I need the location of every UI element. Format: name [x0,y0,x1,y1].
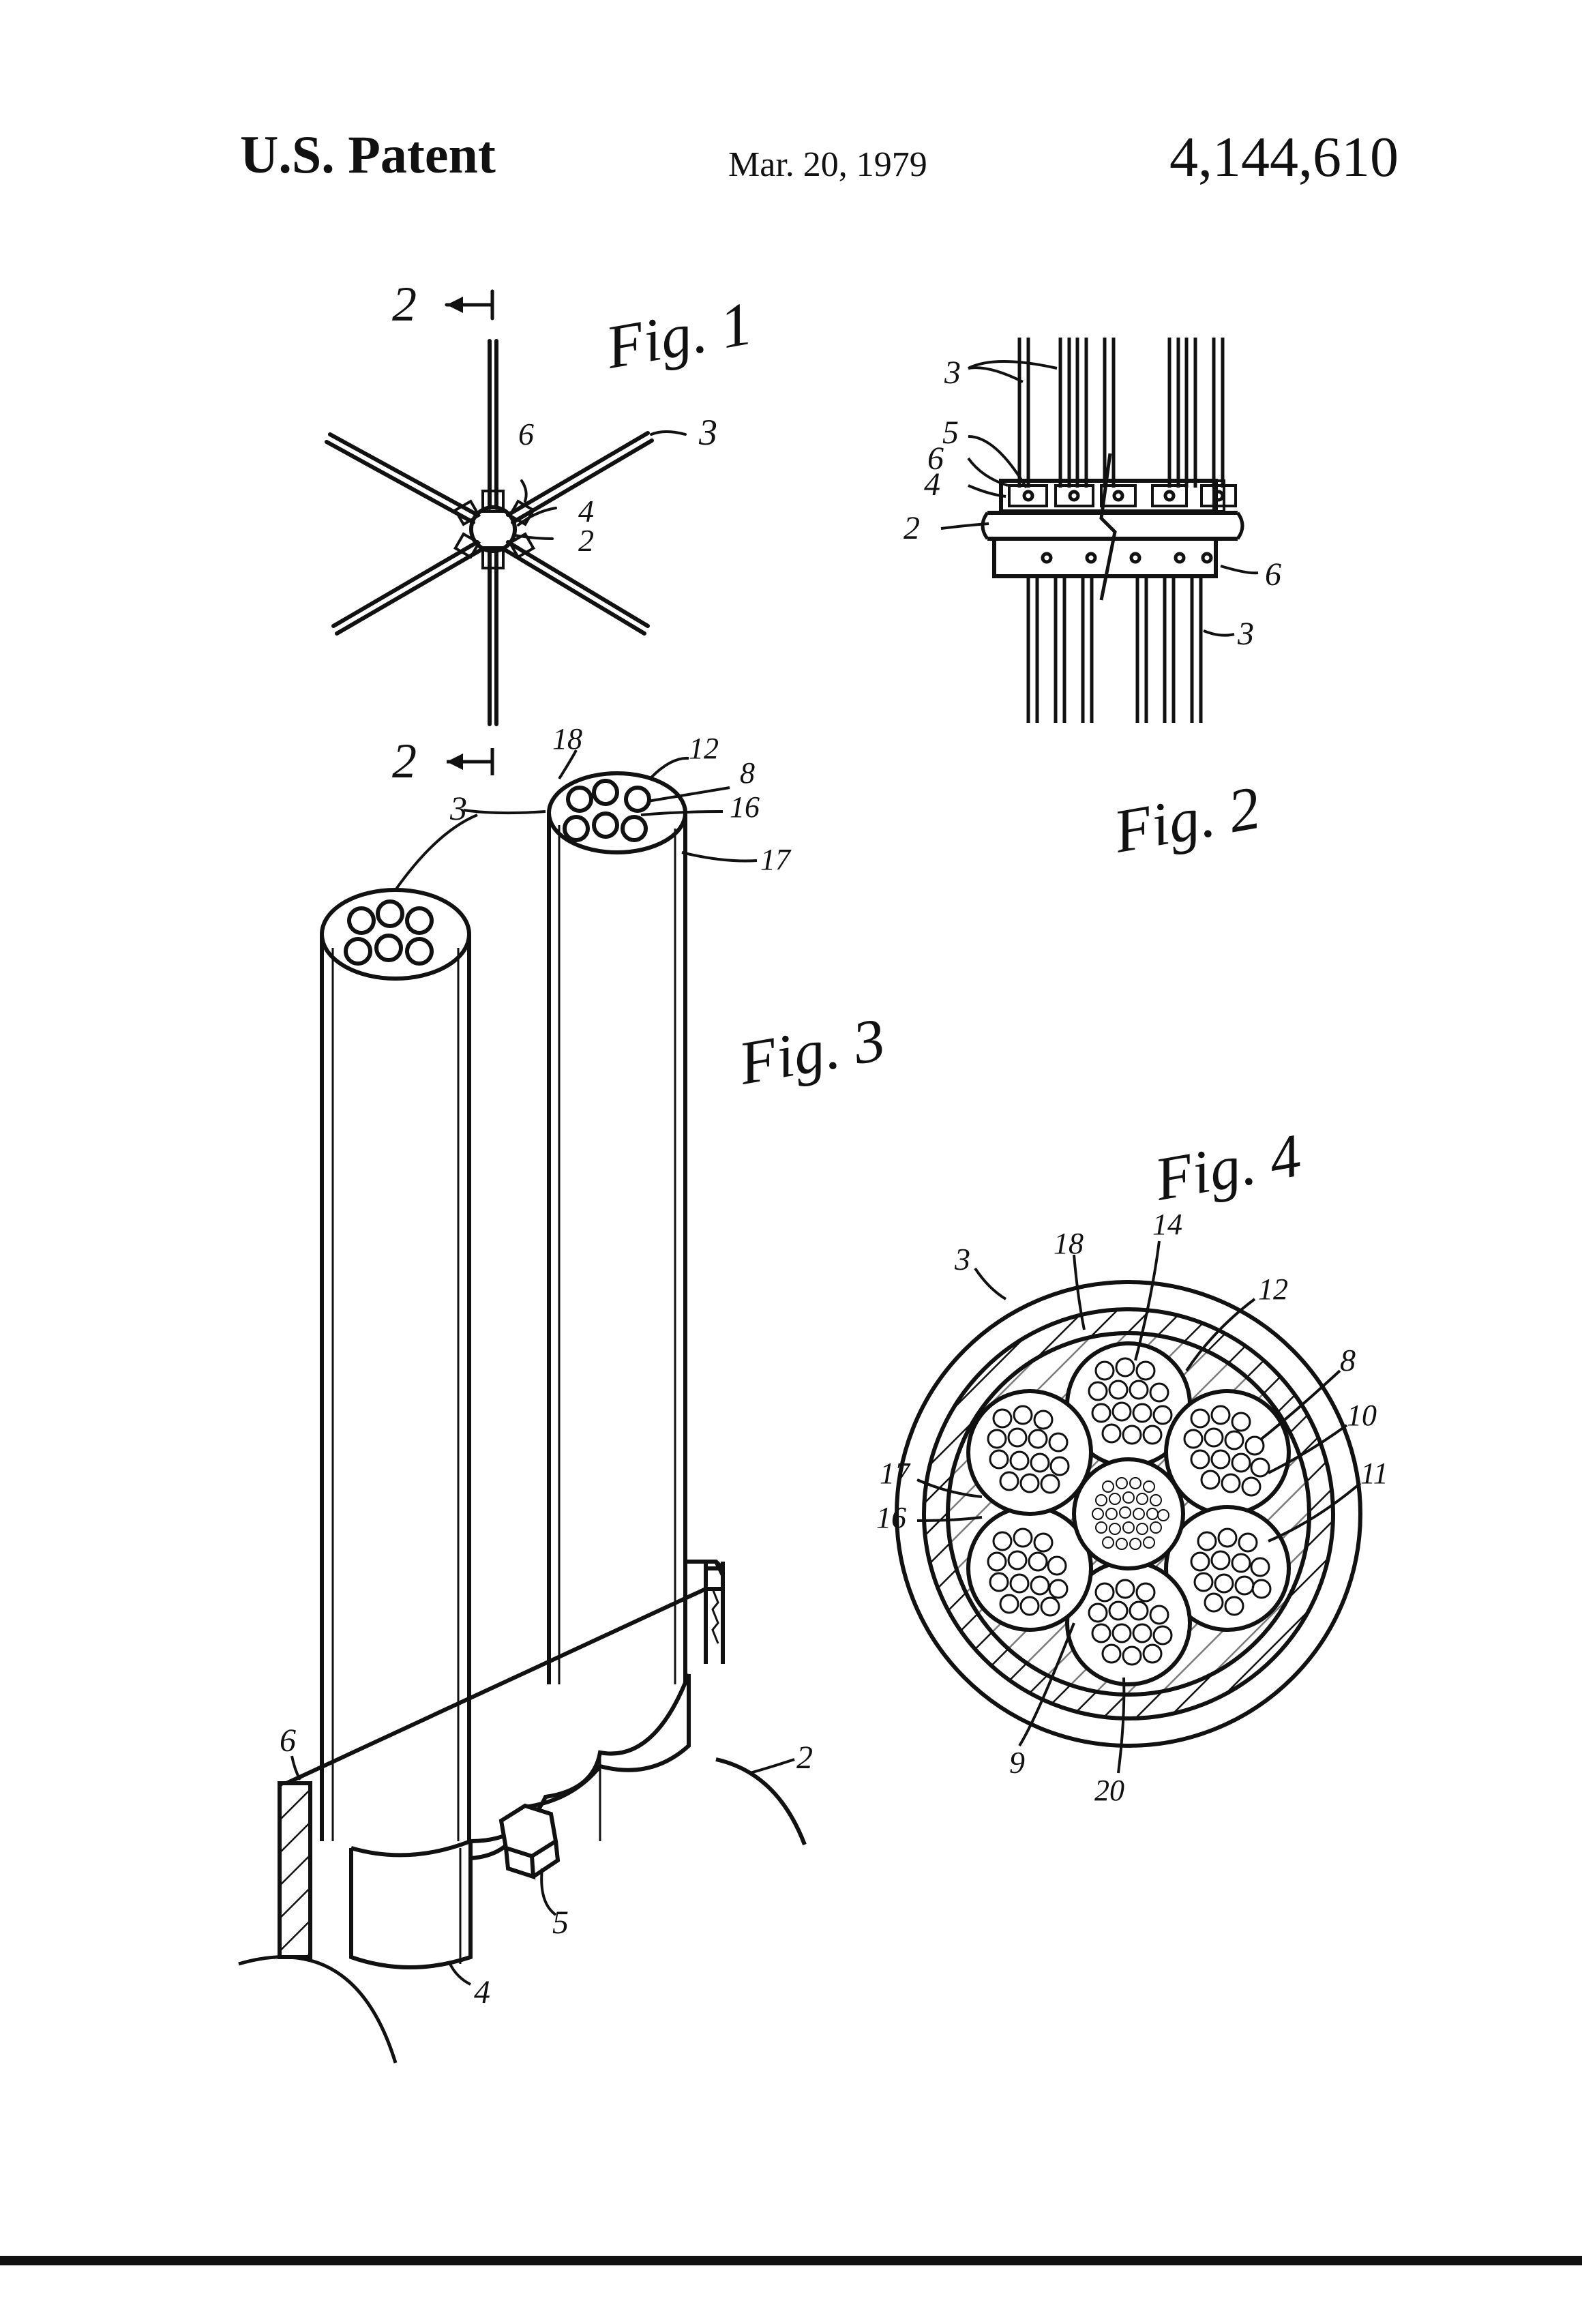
label-18-fig3: 18 [552,722,582,756]
label-6-fig2-top: 6 [927,441,944,477]
label-10-fig4: 10 [1347,1399,1377,1432]
label-12-fig3: 12 [689,732,719,765]
label-3-fig4: 3 [954,1242,970,1277]
figure-2-caption: Fig. 2 [1108,774,1265,866]
label-14-fig4: 14 [1152,1208,1182,1241]
label-6-fig1: 6 [518,417,534,451]
patent-number: 4,144,610 [1169,125,1399,189]
label-12-fig4: 12 [1258,1272,1288,1306]
label-2-fig1: 2 [578,523,594,558]
patent-date: Mar. 20, 1979 [728,145,927,184]
patent-header-title: U.S. Patent [240,125,496,184]
section-mark-top: 2 [392,277,417,331]
label-20-fig4: 20 [1094,1774,1124,1807]
label-2-fig2: 2 [904,510,920,546]
figure-2 [940,338,1259,723]
label-9-fig4: 9 [1009,1745,1025,1780]
label-18-fig4: 18 [1054,1227,1084,1260]
section-arrow-bottom [447,748,494,775]
core-strand-circles [1092,1477,1169,1550]
label-8-fig3: 8 [740,756,755,790]
label-4-fig2: 4 [924,466,940,503]
figure-3 [238,749,807,2064]
label-4-fig1: 4 [578,494,594,528]
figure-4-caption: Fig. 4 [1149,1122,1306,1214]
label-17-fig4: 17 [880,1457,911,1490]
strand-circles [987,1357,1272,1666]
label-3-fig2-bottom: 3 [1237,616,1254,652]
label-16-fig4: 16 [876,1501,906,1534]
label-5-fig2: 5 [942,415,959,451]
figure-1-caption: Fig. 1 [600,290,757,382]
label-17-fig3: 17 [760,843,792,876]
label-5-fig3: 5 [552,1905,569,1941]
figure-1: 2 [325,277,687,726]
label-3-fig2-top: 3 [944,355,961,391]
figure-3-caption: Fig. 3 [733,1006,890,1098]
bottom-rule [0,2256,1582,2265]
label-11-fig4: 11 [1360,1457,1388,1490]
label-3-fig3: 3 [449,789,467,827]
label-4-fig3: 4 [474,1974,490,2010]
label-16-fig3: 16 [730,790,760,824]
label-8-fig4: 8 [1340,1343,1356,1377]
label-3-fig1: 3 [698,412,717,453]
label-6-fig3: 6 [280,1723,296,1759]
figure-4 [895,1240,1362,1774]
label-2-fig3: 2 [796,1740,813,1776]
label-6-fig2-bottom: 6 [1265,556,1281,593]
section-mark-bottom: 2 [392,734,417,788]
